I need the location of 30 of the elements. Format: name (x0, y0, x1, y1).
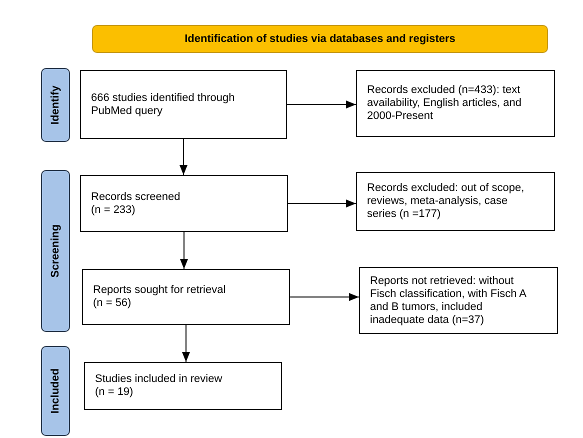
box-text: Records excluded: out of scope, reviews, meta-analysis, case series (n =177) (367, 182, 526, 221)
arrow (290, 293, 360, 301)
box-text: (n = 233) (91, 204, 136, 216)
process-box (356, 172, 555, 231)
process-box (359, 267, 558, 334)
stage-label: Identify (50, 85, 62, 125)
box-text: Records screened (91, 190, 182, 204)
arrow (288, 200, 356, 208)
box-text: Records excluded (n=433): text availability, English articles, and 2000-Present (367, 84, 522, 123)
stage-band (41, 170, 70, 332)
box-text: (n = 56) (93, 297, 132, 310)
arrow (286, 100, 356, 108)
process-box (80, 175, 288, 232)
process-box (82, 269, 290, 325)
arrow (180, 138, 188, 176)
arrow (180, 232, 188, 270)
box-text: Studies included in review (95, 373, 224, 386)
stage-band (41, 346, 70, 436)
stage-label: Screening (50, 224, 62, 278)
box-text: 666 studies identified through PubMed query (91, 92, 236, 118)
process-box (356, 70, 555, 137)
process-box (80, 70, 287, 139)
arrow (182, 324, 190, 362)
process-box (84, 362, 282, 410)
stage-label: Included (50, 368, 62, 414)
stage-band (41, 68, 70, 142)
phase-header: Identification of studies via databases and registers (92, 25, 548, 53)
box-text: (n = 19) (95, 386, 134, 399)
box-text: Reports sought for retrieval (93, 284, 227, 297)
box-text: Reports not retrieved: without Fisch classification, with Fisch A and B tumors, included inadequate data (n=37) (370, 274, 528, 326)
